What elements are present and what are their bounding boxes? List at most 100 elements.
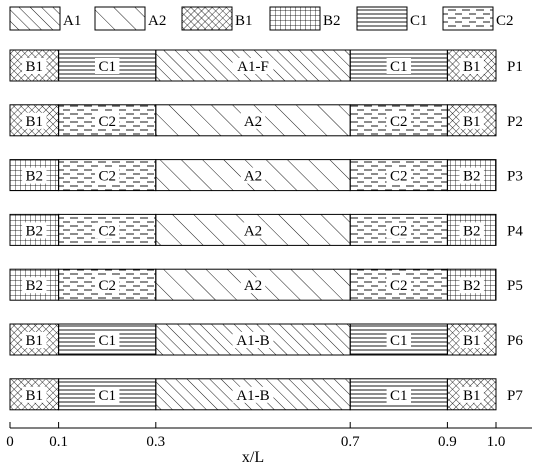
segment-label-bg [386, 386, 411, 403]
segment-c1: C1 [349, 378, 448, 411]
segment-label: A2 [244, 114, 262, 130]
segment-label: C1 [98, 388, 116, 404]
segment-label: B2 [463, 169, 481, 185]
segment-label: C1 [98, 59, 116, 75]
legend-swatch-a1 [9, 6, 61, 31]
segment-a2: A2 [155, 268, 351, 301]
segment-label: C2 [98, 223, 116, 239]
segment-label-bg [22, 277, 47, 294]
segment-label: B2 [26, 278, 44, 294]
segment-label-bg [240, 112, 266, 129]
row-label-p2: P2 [507, 114, 523, 130]
segment-b1: B1 [9, 104, 60, 137]
legend-swatch-c1 [356, 6, 408, 31]
segment-label: C2 [98, 169, 116, 185]
segment-a2: A2 [155, 213, 351, 246]
legend-item-b1: B1 [181, 6, 253, 31]
x-axis-tick-label: 0 [6, 434, 14, 450]
x-axis-tick-label: 0.1 [49, 434, 68, 450]
segment-label-bg [386, 222, 411, 239]
segment-b1: B1 [446, 323, 497, 356]
segment-label-bg [232, 386, 274, 403]
row-label-p5: P5 [507, 278, 523, 294]
segment-label: A2 [244, 169, 262, 185]
segment-c1: C1 [349, 49, 448, 82]
legend-item-b2: B2 [269, 6, 341, 31]
segment-a1-f: A1-F [155, 49, 351, 82]
segment-label: C2 [390, 278, 408, 294]
segment-label-bg [232, 332, 274, 348]
segment-label: C1 [390, 59, 408, 75]
legend-item-c2: C2 [442, 6, 514, 31]
row-p6: B1 C1 A1-B C1 B1 P6 [9, 323, 523, 356]
segment-label-bg [240, 277, 266, 294]
row-label-p4: P4 [507, 223, 523, 239]
segment-label: B1 [463, 388, 481, 404]
segment-label-bg [95, 332, 120, 348]
segment-c2: C2 [349, 104, 448, 137]
segment-a2: A2 [155, 104, 351, 137]
segment-label-bg [459, 167, 484, 184]
segment-a1-b: A1-B [155, 378, 351, 411]
segment-label: B1 [463, 114, 481, 130]
segment-label-bg [22, 167, 47, 184]
segment-label: C1 [98, 333, 116, 349]
x-axis-tick-label: 0.3 [146, 434, 165, 450]
x-axis-tick-label: 0.7 [341, 434, 360, 450]
segment-c2: C2 [58, 159, 157, 192]
legend-item-c1: C1 [356, 6, 428, 31]
segment-b2: B2 [446, 213, 497, 246]
segment-b1: B1 [9, 49, 60, 82]
segment-label: C2 [390, 169, 408, 185]
segment-label-bg [95, 222, 120, 239]
segment-a1-b: A1-B [155, 323, 351, 356]
segment-c2: C2 [58, 213, 157, 246]
segment-label-bg [22, 222, 47, 239]
row-label-p7: P7 [507, 388, 523, 404]
row-label-p6: P6 [507, 333, 523, 349]
legend-label-c1: C1 [410, 13, 428, 29]
segment-label: A2 [244, 278, 262, 294]
segment-label-bg [95, 112, 120, 129]
segment-label: C1 [390, 333, 408, 349]
segment-label: A1-B [236, 333, 269, 349]
segment-label-bg [240, 222, 266, 239]
legend-swatch-b2 [269, 6, 321, 31]
segment-label-bg [386, 277, 411, 294]
segment-label-bg [459, 222, 484, 239]
segment-label: B1 [26, 333, 44, 349]
segment-label-bg [459, 112, 484, 129]
segment-b1: B1 [446, 49, 497, 82]
segment-label: C2 [98, 278, 116, 294]
segment-label: C1 [390, 388, 408, 404]
segment-b1: B1 [446, 104, 497, 137]
segment-c2: C2 [349, 159, 448, 192]
segment-label: B2 [463, 278, 481, 294]
legend-swatch-c2 [442, 6, 494, 31]
segment-label: C2 [390, 114, 408, 130]
segment-label: A1-F [237, 59, 269, 75]
segment-label-bg [22, 58, 47, 74]
segment-b2: B2 [9, 268, 60, 301]
segment-label-bg [22, 332, 47, 348]
segment-b2: B2 [9, 213, 60, 246]
segment-label-bg [22, 386, 47, 403]
segment-fill-b2 [446, 268, 497, 301]
segment-label: B2 [463, 223, 481, 239]
legend-label-a2: A2 [148, 13, 166, 29]
segment-label-bg [95, 277, 120, 294]
legend-swatch-b1 [181, 6, 233, 31]
segment-label-bg [232, 58, 274, 74]
segment-label: B1 [463, 59, 481, 75]
x-axis-label: x/L [242, 449, 264, 465]
segment-label-bg [95, 167, 120, 184]
segment-label-bg [95, 386, 120, 403]
